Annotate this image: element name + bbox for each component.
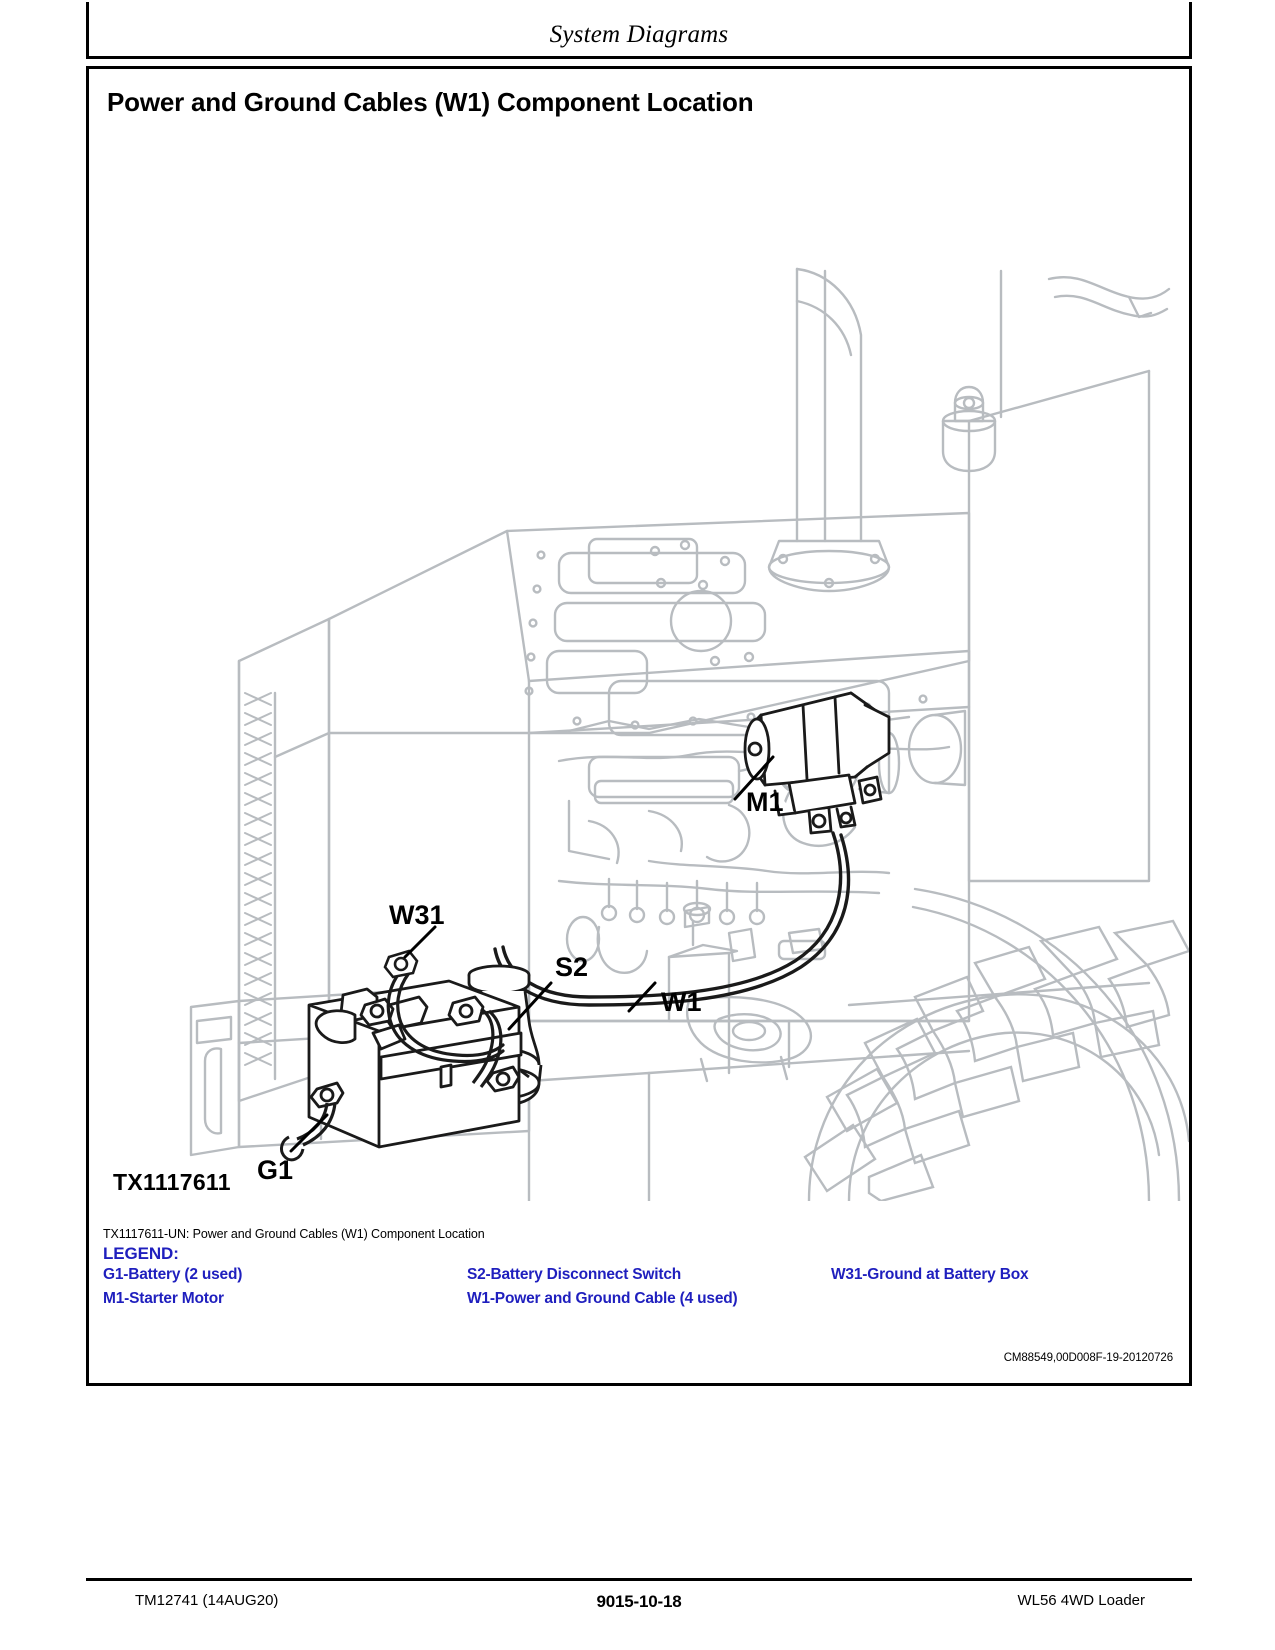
callout-label-w31: W31 xyxy=(389,900,445,930)
figure-caption: TX1117611-UN: Power and Ground Cables (W… xyxy=(103,1227,485,1241)
battery-g1 xyxy=(280,979,523,1162)
component-location-illustration: M1 W31 S2 W1 G1 xyxy=(89,121,1189,1201)
w1-power-ground-cable xyxy=(493,831,851,1007)
tire-tread xyxy=(803,919,1189,1201)
footer-manual-number: TM12741 (14AUG20) xyxy=(135,1592,279,1609)
callout-leaders xyxy=(289,755,775,1153)
starter-motor-m1 xyxy=(743,691,891,835)
caption-and-legend: TX1117611-UN: Power and Ground Cables (W… xyxy=(103,1227,1173,1316)
content-box: Power and Ground Cables (W1) Component L… xyxy=(86,66,1192,1386)
running-header-title: System Diagrams xyxy=(549,21,729,48)
figure-id: TX1117611 xyxy=(113,1169,231,1195)
footer-page-number: 9015-10-18 xyxy=(596,1592,682,1611)
callout-label-w1: W1 xyxy=(661,987,702,1017)
page-footer: TM12741 (14AUG20) 9015-10-18 WL56 4WD Lo… xyxy=(86,1592,1192,1622)
legend-item-w31: W31-Ground at Battery Box xyxy=(831,1266,1029,1283)
section-title: Power and Ground Cables (W1) Component L… xyxy=(107,87,754,117)
legend-item-m1: M1-Starter Motor xyxy=(103,1290,224,1307)
w31-ground-cable xyxy=(386,969,505,1064)
legend-item-w1: W1-Power and Ground Cable (4 used) xyxy=(467,1290,738,1307)
callout-label-g1: G1 xyxy=(257,1155,293,1185)
legend-heading: LEGEND: xyxy=(103,1244,179,1263)
legend-grid: G1-Battery (2 used) M1-Starter Motor S2-… xyxy=(103,1266,1173,1316)
page-header-box: System Diagrams xyxy=(86,2,1192,59)
legend-item-g1: G1-Battery (2 used) xyxy=(103,1266,243,1283)
legend-item-s2: S2-Battery Disconnect Switch xyxy=(467,1266,682,1283)
w31-ring-terminal xyxy=(383,949,419,979)
callout-labels: M1 W31 S2 W1 G1 xyxy=(257,787,784,1185)
footer-machine-model: WL56 4WD Loader xyxy=(1017,1592,1145,1609)
document-reference: CM88549,00D008F-19-20120726 xyxy=(1003,1352,1173,1364)
footer-divider xyxy=(86,1578,1192,1581)
callout-label-s2: S2 xyxy=(555,952,588,982)
callout-label-m1: M1 xyxy=(746,787,784,817)
